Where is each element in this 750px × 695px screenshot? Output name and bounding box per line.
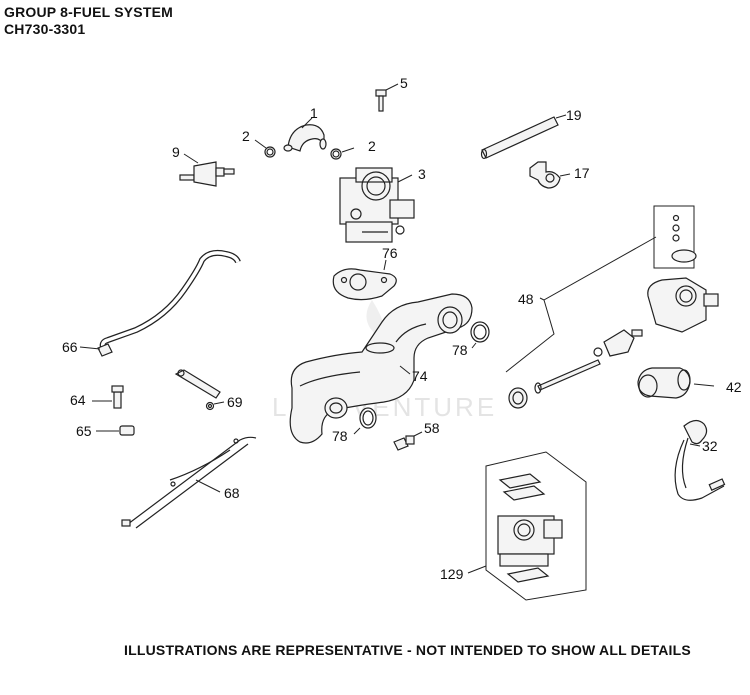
callout-48: 48 [518, 291, 534, 307]
callout-64: 64 [70, 392, 86, 408]
part-2-clamp-right[interactable] [330, 148, 342, 160]
part-68-wire-harness[interactable] [121, 436, 257, 529]
callout-76: 76 [382, 245, 398, 261]
callout-65: 65 [76, 423, 92, 439]
part-78-o-ring-upper[interactable] [470, 321, 490, 343]
part-76-gasket[interactable] [332, 268, 397, 301]
disclaimer-footer: ILLUSTRATIONS ARE REPRESENTATIVE - NOT I… [124, 642, 691, 658]
callout-78-lower: 78 [332, 428, 348, 444]
part-1-hose[interactable] [283, 124, 327, 152]
model-number: CH730-3301 [4, 21, 86, 37]
part-78-o-ring-lower[interactable] [359, 407, 377, 429]
callout-78-upper: 78 [452, 342, 468, 358]
part-129-carburetor-kit[interactable] [485, 451, 587, 601]
part-74-intake-manifold[interactable] [289, 293, 473, 444]
callout-69: 69 [227, 394, 243, 410]
callout-17: 17 [574, 165, 590, 181]
part-48-kit[interactable] [508, 205, 719, 409]
callout-129: 129 [440, 566, 464, 582]
callout-74: 74 [412, 368, 428, 384]
part-42-primer[interactable] [637, 367, 691, 399]
callout-66: 66 [62, 339, 78, 355]
part-69-link[interactable] [174, 369, 221, 411]
callout-19: 19 [566, 107, 582, 123]
part-64-fitting[interactable] [111, 385, 124, 409]
part-3-carburetor[interactable] [339, 167, 415, 243]
callout-3: 3 [418, 166, 426, 182]
part-5-screw[interactable] [375, 89, 387, 112]
callout-32: 32 [702, 438, 718, 454]
callout-2-left: 2 [242, 128, 250, 144]
part-9-fuel-filter[interactable] [179, 161, 235, 187]
page-title: GROUP 8-FUEL SYSTEM [4, 4, 173, 20]
part-58-fitting[interactable] [393, 435, 415, 451]
callout-9: 9 [172, 144, 180, 160]
parts-diagram: LEADVENTURE [62, 75, 742, 601]
part-32-cable[interactable] [674, 419, 726, 501]
part-2-clamp-left[interactable] [264, 146, 276, 158]
part-66-fuel-line[interactable] [97, 249, 241, 357]
part-19-rod[interactable] [480, 116, 559, 160]
callout-68: 68 [224, 485, 240, 501]
callout-58: 58 [424, 420, 440, 436]
callout-2-right: 2 [368, 138, 376, 154]
callout-5: 5 [400, 75, 408, 91]
part-65-plug[interactable] [119, 425, 135, 436]
part-17-bracket[interactable] [529, 161, 561, 189]
callout-42: 42 [726, 379, 742, 395]
callout-1: 1 [310, 105, 318, 121]
